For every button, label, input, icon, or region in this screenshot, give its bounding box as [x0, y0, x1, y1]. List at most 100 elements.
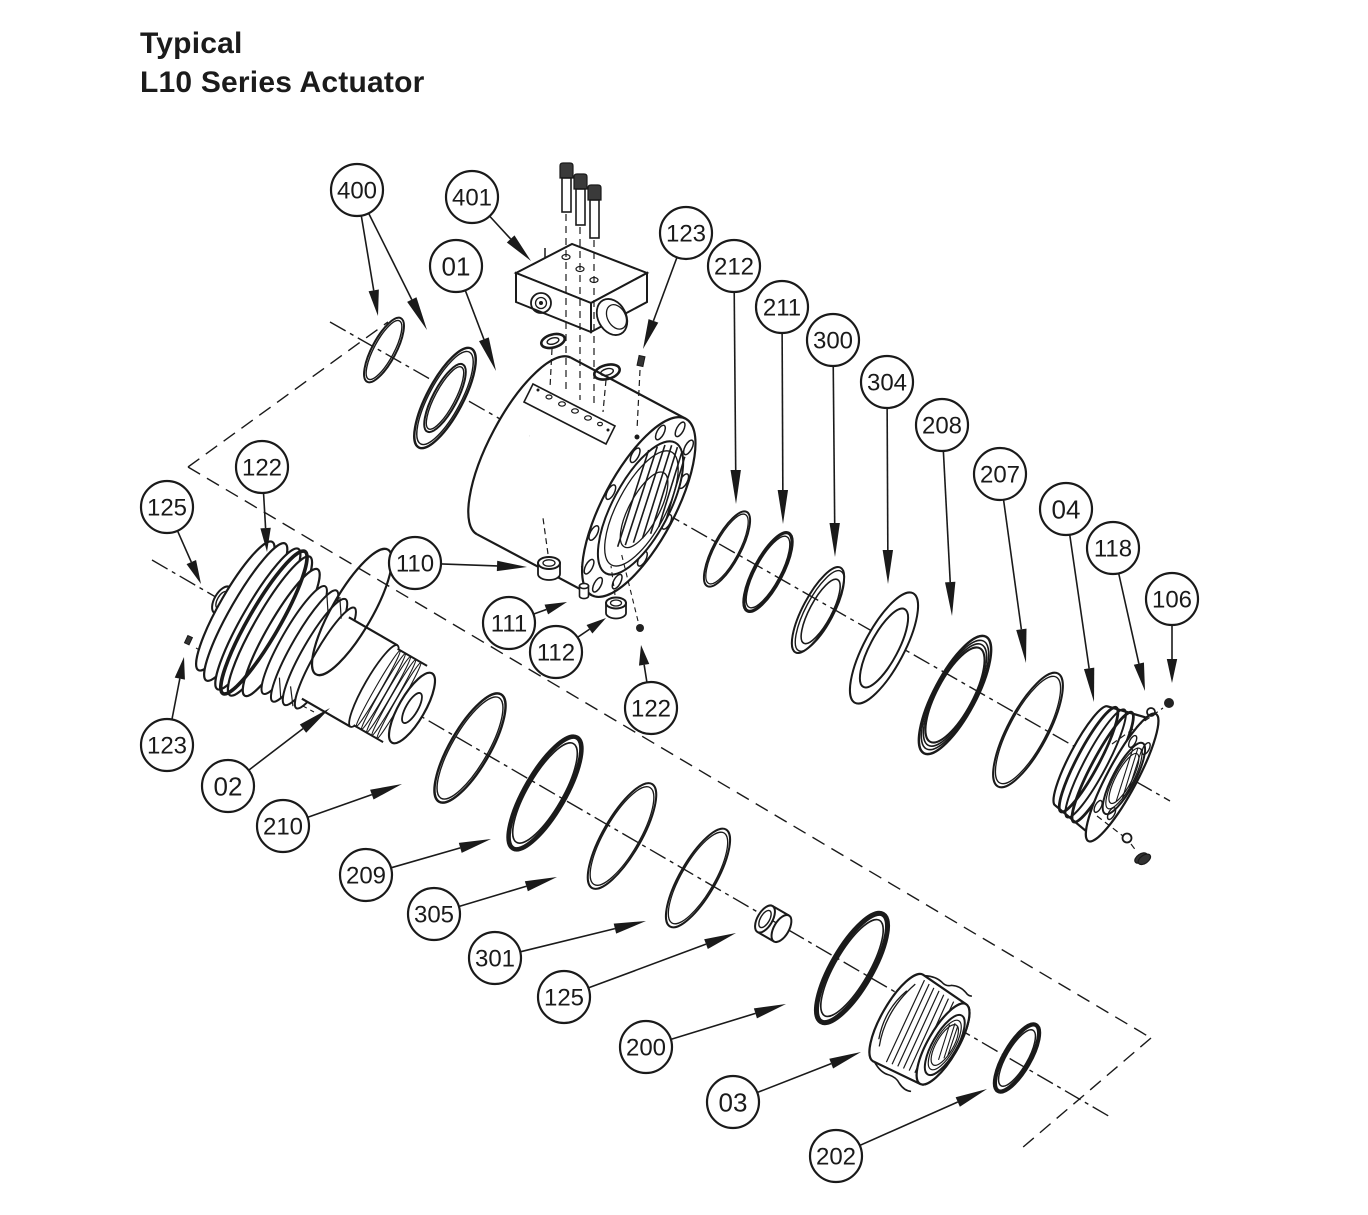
- leader-line: [859, 1101, 959, 1147]
- manifold-pad: [522, 382, 617, 446]
- callout-bubble: [618, 1019, 674, 1075]
- leader-arrowhead: [643, 319, 659, 349]
- callout-number: 300: [813, 328, 853, 355]
- callout-number: 123: [147, 733, 187, 760]
- cap-screw-1: [559, 162, 574, 213]
- leader-line: [832, 365, 836, 524]
- o-ring-210: [433, 692, 507, 804]
- bushing-125-lower: [754, 904, 793, 944]
- piston-assembly-02: [195, 540, 437, 745]
- callout-number: 118: [1094, 536, 1132, 563]
- callout-number: 04: [1052, 494, 1081, 524]
- callout-number: 111: [491, 611, 527, 638]
- callout-125-14: 125: [139, 479, 201, 584]
- callout-123-19: 123: [139, 657, 195, 773]
- leader-line: [643, 664, 648, 683]
- callout-number: 200: [626, 1035, 666, 1062]
- callout-118-11: 118: [1085, 520, 1145, 691]
- leader-line: [520, 927, 616, 953]
- leader-arrowhead: [496, 560, 527, 572]
- callout-bubble: [528, 624, 584, 680]
- leader-arrowhead: [638, 645, 650, 666]
- o-ring-211: [742, 530, 794, 614]
- callout-400-0: 400: [329, 162, 427, 330]
- callout-305-23: 305: [406, 877, 557, 942]
- leader-arrowhead: [458, 839, 491, 853]
- leader-line: [1068, 534, 1090, 669]
- callout-401-1: 401: [444, 169, 531, 261]
- callout-number: 110: [396, 551, 434, 578]
- o-ring-207: [992, 671, 1064, 789]
- callout-bubble: [338, 847, 394, 903]
- cap-screw-3: [587, 184, 602, 239]
- flange-bolt-holes: [583, 421, 695, 593]
- o-ring-202: [992, 1022, 1042, 1094]
- port-seal-washer-2: [593, 363, 621, 381]
- callout-bubble: [406, 886, 462, 942]
- callout-number: 112: [537, 640, 575, 667]
- callout-number: 305: [414, 902, 454, 929]
- seal-ring-200: [813, 910, 891, 1026]
- cylinder-body: [467, 355, 697, 599]
- callout-number: 02: [214, 771, 243, 801]
- piston-03: [868, 972, 972, 1093]
- callout-number: 400: [337, 178, 377, 205]
- callout-bubble: [705, 1074, 761, 1130]
- callout-bubble: [139, 479, 195, 535]
- leader-arrowhead: [1016, 628, 1027, 663]
- callout-111-16: 111: [481, 595, 567, 651]
- leader-arrowhead: [586, 618, 606, 634]
- ball-122-lower: [620, 551, 644, 632]
- callout-number: 03: [719, 1087, 748, 1117]
- callout-bubble: [200, 758, 256, 814]
- leader-arrowhead: [506, 235, 531, 261]
- backup-ring-300: [790, 566, 846, 654]
- callout-bubble: [1144, 571, 1200, 627]
- callout-122-13: 122: [234, 439, 290, 552]
- washer-hidden-lines: [549, 348, 607, 413]
- callout-123-3: 123: [643, 205, 714, 349]
- end-cap-hardware: [1096, 698, 1174, 866]
- ball-106: [1164, 698, 1174, 708]
- callout-number: 401: [452, 185, 492, 212]
- callout-210-21: 210: [255, 784, 402, 854]
- o-ring-400: [363, 316, 405, 384]
- callout-110-15: 110: [387, 535, 527, 591]
- callout-number: 212: [714, 254, 754, 281]
- leader-line: [262, 492, 267, 529]
- leader-arrowhead: [777, 489, 789, 524]
- leader-arrowhead: [368, 289, 379, 316]
- callout-number: 106: [1152, 587, 1192, 614]
- callout-number: 210: [263, 814, 303, 841]
- set-screw-hole-dot: [634, 434, 640, 440]
- callout-bubble: [234, 439, 290, 495]
- callout-bubble: [623, 680, 679, 736]
- leader-line: [1002, 499, 1023, 630]
- callout-208-8: 208: [914, 397, 970, 616]
- leader-arrowhead: [544, 602, 567, 615]
- callout-304-7: 304: [859, 354, 915, 584]
- callout-bubble: [428, 238, 484, 294]
- leader-line: [942, 450, 952, 583]
- leader-line: [577, 628, 590, 639]
- callout-bubble: [808, 1128, 864, 1184]
- port-plug-110: [537, 517, 561, 581]
- leader-line: [533, 608, 547, 615]
- manifold-bore: [595, 298, 629, 336]
- leader-line: [307, 793, 373, 819]
- callout-bubble: [536, 969, 592, 1025]
- callout-122-18: 122: [623, 645, 679, 736]
- leader-arrowhead: [407, 297, 427, 330]
- plug-under-cap: [1134, 852, 1152, 866]
- callout-106-12: 106: [1144, 571, 1200, 683]
- callout-02-20: 02: [200, 708, 330, 814]
- callout-number: 304: [867, 370, 907, 397]
- callout-number: 211: [763, 295, 801, 322]
- leader-line: [886, 407, 889, 551]
- callout-125-25: 125: [536, 933, 736, 1025]
- set-screw-top: [636, 354, 646, 431]
- leader-line: [360, 215, 375, 291]
- helical-gear-teeth: [616, 444, 686, 548]
- seal-ball-118: [1146, 707, 1156, 717]
